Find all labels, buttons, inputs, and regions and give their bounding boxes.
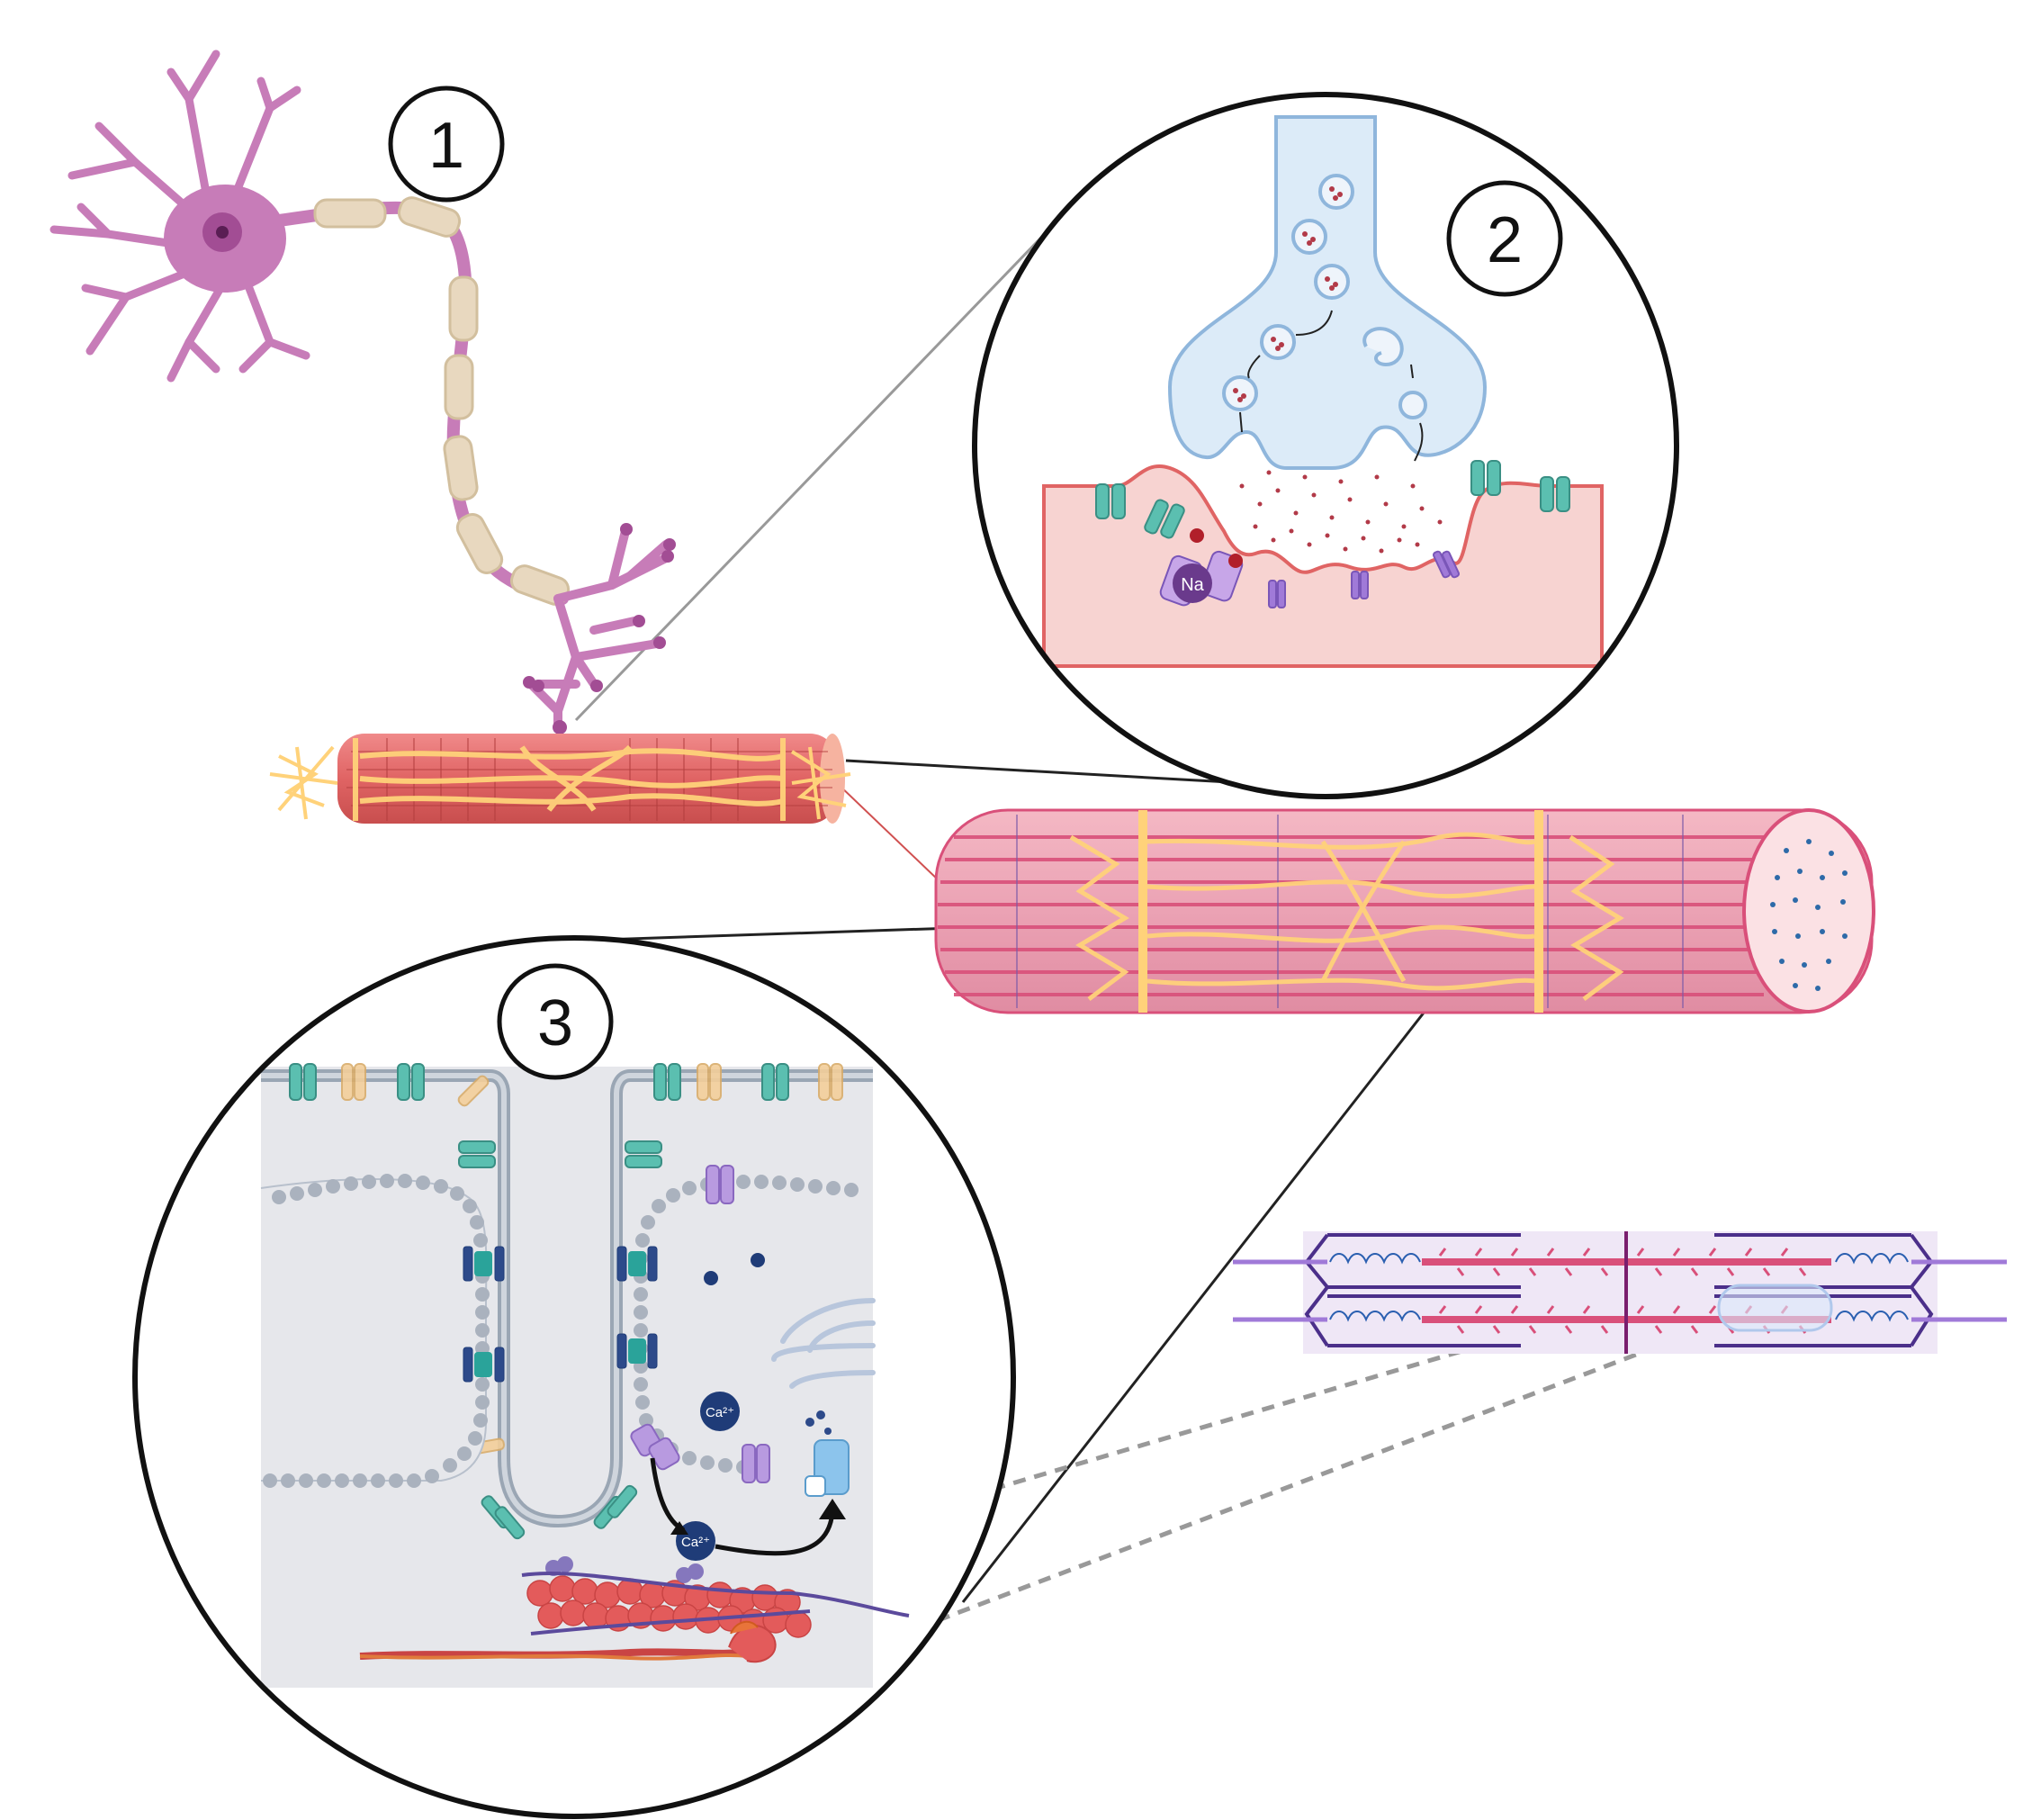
sarcoplasmic-reticulum-left xyxy=(260,1174,490,1488)
sarcomere xyxy=(1233,1231,2007,1354)
fiber-cross-section xyxy=(1742,808,1875,1014)
step-label-1: 1 xyxy=(388,86,505,203)
motor-neuron xyxy=(49,50,676,734)
synapse-zoom-circle: Na xyxy=(972,92,1679,799)
t-tubule-network xyxy=(353,738,786,821)
voltage-gated-na-channel: Na xyxy=(1159,528,1244,607)
calcium-ion-cytosol-label: Ca²⁺ xyxy=(681,1535,710,1550)
calcium-ions: Ca²⁺ Ca²⁺ xyxy=(676,1253,765,1561)
thick-filament-myosin xyxy=(359,1620,777,1663)
motor-end-plate xyxy=(1042,464,1604,668)
tropomyosin xyxy=(521,1572,910,1635)
acetylcholine-receptors xyxy=(1095,460,1570,539)
muscle-fiber xyxy=(269,734,851,824)
synaptic-vesicles xyxy=(1222,174,1354,411)
sodium-ion-label: Na xyxy=(1181,575,1204,595)
titin-springs xyxy=(1329,1253,1909,1322)
calcium-ion-sr xyxy=(700,1392,740,1431)
thin-filament-actin xyxy=(526,1575,812,1638)
sarcomere-highlight xyxy=(1717,1284,1833,1332)
dhp-ryanodine-complexes xyxy=(463,1246,658,1383)
sodium-ion xyxy=(1173,563,1212,603)
serca-pump xyxy=(805,1410,850,1497)
step-label-3: 3 xyxy=(497,963,614,1080)
excitation-contraction-zoom-circle: Ca²⁺ Ca²⁺ xyxy=(132,935,1016,1819)
acetylcholine-molecules xyxy=(1239,470,1443,554)
myofibril-cylinder xyxy=(934,808,1875,1014)
step-label-2-text: 2 xyxy=(1487,204,1523,276)
step-label-1-text: 1 xyxy=(428,110,464,182)
step-label-2: 2 xyxy=(1446,180,1563,297)
step-label-3-text: 3 xyxy=(537,987,573,1059)
sodium-channels xyxy=(1268,550,1460,608)
myelin-sheath xyxy=(313,196,571,606)
axon xyxy=(273,201,569,605)
calcium-ion-sr-label: Ca²⁺ xyxy=(706,1405,734,1420)
